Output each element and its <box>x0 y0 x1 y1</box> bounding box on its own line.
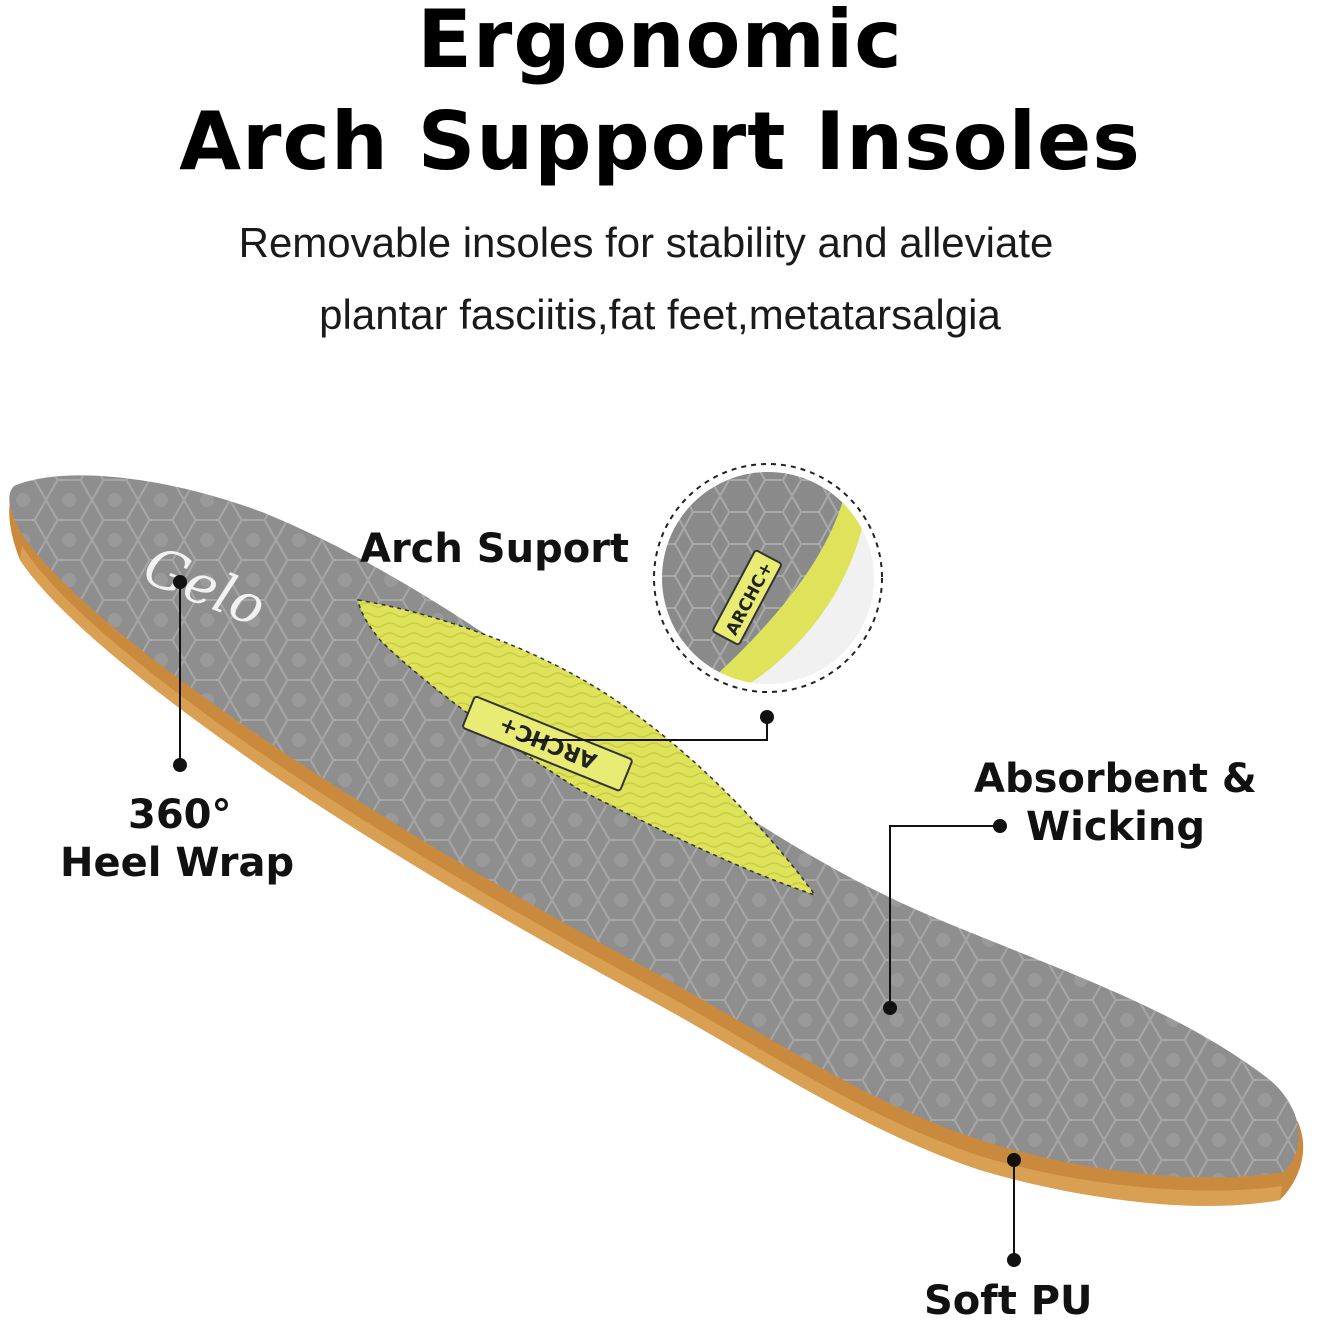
subtitle-line-1: Removable insoles for stability and alle… <box>238 219 1054 266</box>
soft-pu-dot-bottom <box>1007 1253 1021 1267</box>
absorbent-label-line-2: Wicking <box>1026 804 1205 850</box>
subtitle-line-2: plantar fasciitis,fat feet,metatarsalgia <box>319 291 1001 338</box>
soft-pu-label: Soft PU <box>924 1278 1093 1324</box>
heel-wrap-dot-bottom <box>173 758 187 772</box>
arch-zoom-circle: ARCHC+ <box>653 463 883 693</box>
heel-wrap-label-line-1: 360° <box>128 792 232 838</box>
heel-wrap-label-line-2: Heel Wrap <box>60 840 295 886</box>
arch-support-label: Arch Suport <box>360 526 630 572</box>
title-line-1: Ergonomic <box>417 0 903 86</box>
absorbent-label-line-1: Absorbent & <box>974 756 1257 802</box>
title-line-2: Arch Support Insoles <box>179 95 1141 188</box>
absorbent-dot-bottom <box>883 1001 897 1015</box>
